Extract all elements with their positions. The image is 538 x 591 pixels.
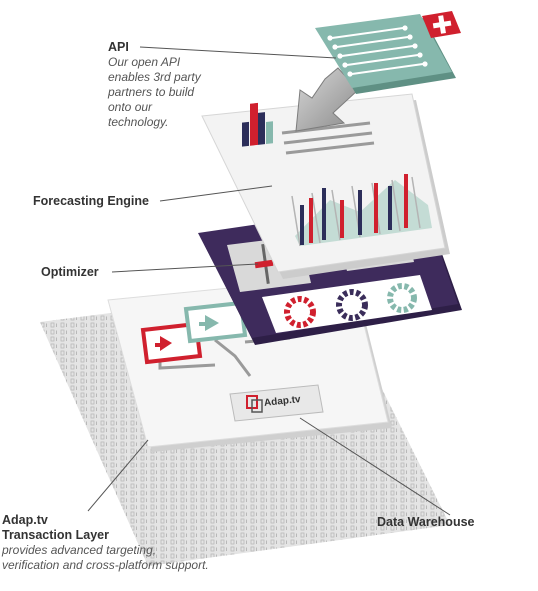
red-plus-badge-icon: [422, 11, 461, 38]
forecasting-layer: [201, 93, 450, 279]
optimizer-label: Optimizer: [41, 265, 99, 279]
api-desc-line: technology.: [108, 115, 169, 129]
transaction-desc-line: provides advanced targeting,: [2, 543, 157, 557]
teal-ring-icon: [387, 283, 417, 313]
api-list-rows: [327, 25, 428, 77]
forecast-chart: [291, 174, 432, 247]
adaptv-logo: [229, 384, 324, 422]
mini-bar-chart: [242, 102, 273, 147]
transaction-layer-label: Adap.tv Transaction Layer provides advan…: [2, 513, 209, 573]
api-desc-line: Our open API: [108, 55, 181, 69]
leader-lines: [87, 46, 451, 516]
transaction-desc-line: verification and cross-platform support.: [2, 558, 209, 572]
api-desc-line: onto our: [108, 100, 153, 114]
teal-monitor-icon: [183, 300, 248, 344]
red-monitor-icon: [140, 321, 203, 365]
api-desc-line: enables 3rd party: [108, 70, 201, 84]
red-ring-icon: [284, 296, 316, 328]
forecasting-engine-label: Forecasting Engine: [33, 194, 149, 208]
api-desc-line: partners to build: [108, 85, 195, 99]
api-title: API: [108, 40, 129, 54]
data-warehouse-label: Data Warehouse: [377, 515, 475, 529]
transaction-title-line: Transaction Layer: [2, 528, 109, 542]
api-label: API Our open API enables 3rd party partn…: [108, 40, 201, 130]
down-arrow-icon: [295, 67, 359, 132]
transaction-title-line: Adap.tv: [2, 513, 48, 527]
navy-ring-icon: [336, 289, 368, 321]
api-layer: [315, 11, 461, 94]
